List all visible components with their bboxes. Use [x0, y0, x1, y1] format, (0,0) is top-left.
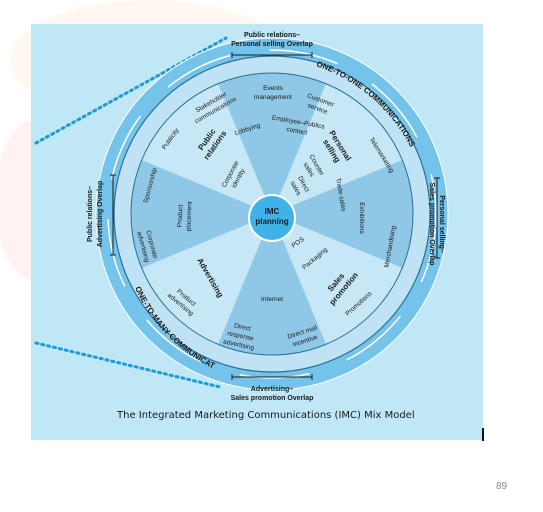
sector-wedge: [272, 83, 403, 214]
sector-wedges: [131, 73, 413, 355]
overlap-bottom-line2: Sales promotion Overlap: [231, 395, 314, 402]
dotted-line-bottom: [34, 341, 222, 389]
diagram-caption: The Integrated Marketing Communications …: [117, 410, 415, 421]
tool-events-line1: Events: [263, 85, 284, 92]
overlap-left-line1: Public relations–: [87, 186, 94, 242]
overlap-bottom-arrow: [231, 374, 313, 380]
page-number: 89: [496, 481, 508, 492]
sector-wedge: [218, 73, 326, 214]
tool-product-placement-line2: placement: [185, 201, 193, 231]
overlap-top-line1: Public relations–: [244, 32, 300, 39]
tool-events-line2: management: [254, 94, 292, 101]
tool-employee-publics-line2: contact: [286, 126, 308, 137]
sector-wedge: [272, 160, 413, 268]
slide-edge-mark: [482, 428, 484, 441]
inner-ring: [130, 72, 414, 356]
overlap-right-arrow: [434, 177, 440, 259]
sector-wedge: [141, 83, 272, 214]
sector-wedge: [272, 214, 403, 345]
tool-internet: Internet: [261, 296, 283, 303]
overlap-right-line2: Sales promotion Overlap: [428, 183, 435, 266]
overlap-arc-ring: [107, 49, 437, 379]
sector-wedge: [218, 214, 326, 355]
imc-planning-center: [248, 194, 296, 242]
center-label-line1: IMC: [265, 207, 280, 216]
overlap-right-line1: Personal selling–: [438, 195, 445, 253]
tool-exhibitions: Exhibitions: [358, 202, 365, 234]
tool-product-placement-line1: Product: [177, 204, 185, 227]
center-label-line2: planning: [255, 217, 288, 226]
overlap-top-arrow: [231, 52, 313, 58]
overlap-left-line2: Advertising Overlap: [97, 181, 104, 248]
sector-wedge: [141, 214, 272, 345]
dotted-line-top: [34, 36, 228, 145]
overlap-bottom-line1: Advertising–: [251, 386, 294, 393]
sector-wedge: [131, 160, 272, 268]
overlap-left-arrow: [110, 174, 116, 256]
tool-direct-response-line1: Direct: [233, 322, 251, 332]
overlap-top-line2: Personal selling Overlap: [231, 41, 313, 48]
